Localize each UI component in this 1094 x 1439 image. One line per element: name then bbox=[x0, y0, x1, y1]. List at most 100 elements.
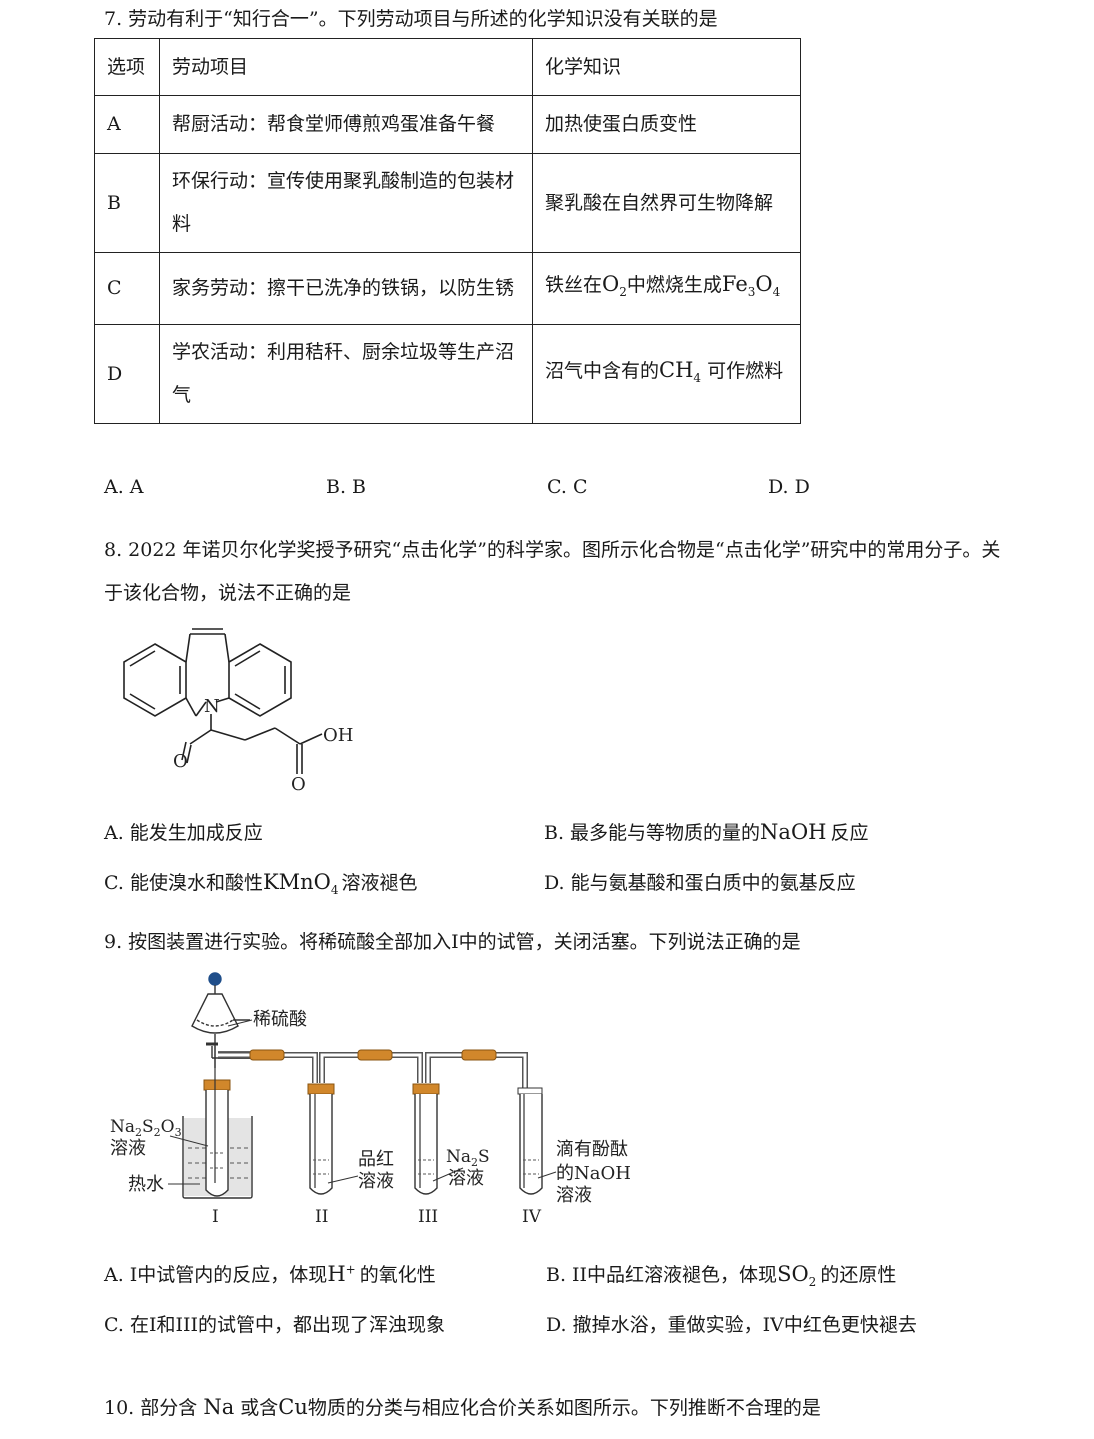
q10-stem-pre: 10. 部分含 bbox=[104, 1397, 198, 1419]
q7-stem: 7. 劳动有利于“知行合一”。下列劳动项目与所述的化学知识没有关联的是 bbox=[104, 8, 718, 30]
formula-fe-o: O bbox=[755, 272, 773, 297]
q8-option-c-pre: C. 能使溴水和酸性 bbox=[104, 872, 263, 894]
apparatus-diagram: 稀硫酸 Na2S2O3 溶液 热水 品红 溶液 Na2S 溶液 滴有酚酞 的Na… bbox=[110, 972, 631, 1227]
formula-o2-sub: 2 bbox=[619, 284, 627, 299]
label-dilute-acid: 稀硫酸 bbox=[253, 1009, 307, 1030]
header-project: 劳动项目 bbox=[159, 38, 533, 96]
formula-fe-sub: 3 bbox=[747, 284, 756, 299]
formula-kmno4: KMnO bbox=[262, 870, 331, 894]
row-d-project-line1: 学农活动：利用秸秆、厨余垃圾等生产沼 bbox=[172, 341, 515, 363]
atom-oh: OH bbox=[323, 725, 353, 746]
separatory-funnel-icon bbox=[191, 993, 239, 1034]
row-c-knowledge: 铁丝在O2中燃烧生成Fe3O4 bbox=[532, 252, 801, 325]
row-d-knowledge: 沼气中含有的CH4 可作燃料 bbox=[532, 324, 801, 424]
table-row: C 家务劳动：擦干已洗净的铁锅，以防生锈 铁丝在O2中燃烧生成Fe3O4 bbox=[94, 252, 801, 325]
q10-stem-mid: 或含 bbox=[240, 1397, 279, 1419]
q7-table: 选项 劳动项目 化学知识 A 帮厨活动：帮食堂师傅煎鸡蛋准备午餐 加热使蛋白质变… bbox=[94, 38, 801, 424]
formula-ch4: CH bbox=[659, 357, 694, 382]
table-row: A 帮厨活动：帮食堂师傅煎鸡蛋准备午餐 加热使蛋白质变性 bbox=[94, 95, 801, 154]
q9-option-b-pre: B. II中品红溶液褪色，体现 bbox=[546, 1264, 778, 1286]
table-row: B 环保行动：宣传使用聚乳酸制造的包装材料 聚乳酸在自然界可生物降解 bbox=[94, 153, 801, 253]
q9-option-b-post: 的还原性 bbox=[820, 1264, 897, 1286]
q8-option-c-post: 溶液褪色 bbox=[341, 872, 418, 894]
formula-ch4-sub: 4 bbox=[693, 370, 702, 385]
atom-n: N bbox=[204, 696, 220, 717]
row-d-project-line2: 气 bbox=[172, 384, 192, 406]
q9-option-d: D. 撤掉水浴，重做实验，IV中红色更快褪去 bbox=[546, 1314, 917, 1336]
test-tube-ii-icon bbox=[309, 1094, 333, 1195]
q9-option-a-post: 的氧化性 bbox=[359, 1264, 436, 1286]
formula-so2: SO bbox=[777, 1262, 809, 1286]
label-pinhong: 品红 bbox=[358, 1149, 394, 1170]
header-knowledge: 化学知识 bbox=[532, 38, 801, 96]
left-benzene-ring bbox=[123, 643, 187, 717]
molecule-structure: N OH O O bbox=[123, 628, 353, 795]
label-na2s: Na2S bbox=[446, 1147, 490, 1169]
label-tube-ii: II bbox=[315, 1207, 328, 1227]
formula-o2: O bbox=[602, 272, 620, 297]
row-c-option: C bbox=[94, 252, 160, 325]
q9-option-a-pre: A. I中试管内的反应，体现 bbox=[104, 1264, 328, 1286]
q9-option-c: C. 在I和III的试管中，都出现了浑浊现象 bbox=[104, 1314, 445, 1336]
row-b-project-line1: 环保行动：宣传使用聚乳酸制造的包装材 bbox=[172, 170, 515, 192]
test-tube-iii-icon bbox=[414, 1094, 438, 1195]
row-b-project-line2: 料 bbox=[172, 213, 192, 235]
rubber-tube-icon bbox=[249, 1049, 285, 1061]
q9-stem: 9. 按图装置进行实验。将稀硫酸全部加入Ⅰ中的试管，关闭活塞。下列说法正确的是 bbox=[104, 931, 801, 953]
q8-stem-line2: 于该化合物，说法不正确的是 bbox=[104, 582, 352, 604]
label-pinhong-solution: 溶液 bbox=[358, 1171, 394, 1192]
label-naoh: 的NaOH bbox=[556, 1163, 631, 1184]
rubber-tube-icon bbox=[357, 1049, 393, 1061]
row-d-knowledge-pre: 沼气中含有的 bbox=[545, 359, 660, 382]
table-row: D 学农活动：利用秸秆、厨余垃圾等生产沼气 沼气中含有的CH4 可作燃料 bbox=[94, 324, 801, 424]
label-phenolphthalein: 滴有酚酞 bbox=[556, 1139, 628, 1160]
label-tube-i: I bbox=[212, 1207, 219, 1227]
q7-option-b: B. B bbox=[326, 476, 367, 498]
q8-option-b-pre: B. 最多能与等物质的量的 bbox=[544, 822, 761, 844]
label-hot-water: 热水 bbox=[128, 1174, 164, 1195]
element-cu: Cu bbox=[278, 1395, 308, 1419]
formula-fe: Fe bbox=[721, 272, 748, 297]
formula-kmno4-sub: 4 bbox=[330, 882, 339, 897]
row-d-knowledge-post: 可作燃料 bbox=[707, 359, 784, 382]
test-tube-i-icon bbox=[205, 1090, 229, 1197]
row-c-project: 家务劳动：擦干已洗净的铁锅，以防生锈 bbox=[159, 252, 533, 325]
table-header-row: 选项 劳动项目 化学知识 bbox=[94, 38, 801, 96]
row-b-project: 环保行动：宣传使用聚乳酸制造的包装材料 bbox=[159, 153, 533, 253]
formula-so2-sub: 2 bbox=[808, 1274, 817, 1289]
label-tube-iv: IV bbox=[522, 1207, 542, 1227]
q8-option-d: D. 能与氨基酸和蛋白质中的氨基反应 bbox=[544, 872, 856, 894]
q9-option-a: A. I中试管内的反应，体现H+的氧化性 bbox=[104, 1260, 436, 1287]
row-d-option: D bbox=[94, 324, 160, 424]
label-solution-i: 溶液 bbox=[110, 1138, 146, 1159]
q8-option-a: A. 能发生加成反应 bbox=[104, 822, 263, 844]
formula-h-sup: + bbox=[345, 1262, 356, 1277]
row-a-option: A bbox=[94, 95, 160, 154]
row-c-knowledge-mid: 中燃烧生成 bbox=[626, 274, 722, 297]
rubber-tube-icon bbox=[461, 1049, 497, 1061]
row-d-project: 学农活动：利用秸秆、厨余垃圾等生产沼气 bbox=[159, 324, 533, 424]
q7-option-a: A. A bbox=[104, 476, 144, 498]
beaker-icon bbox=[182, 1116, 253, 1199]
q7-option-c: C. C bbox=[547, 476, 588, 498]
right-benzene-ring bbox=[228, 643, 292, 717]
label-na2s-solution: 溶液 bbox=[448, 1168, 484, 1189]
q10-stem-post: 物质的分类与相应化合价关系如图所示。下列推断不合理的是 bbox=[307, 1397, 821, 1419]
label-tube-iii: III bbox=[418, 1207, 438, 1227]
formula-h: H bbox=[327, 1262, 346, 1286]
formula-naoh: NaOH bbox=[760, 820, 827, 844]
atom-o-ketone: O bbox=[173, 751, 188, 772]
header-option: 选项 bbox=[94, 38, 160, 96]
funnel-stopper-icon bbox=[208, 972, 222, 986]
q10-stem: 10. 部分含 Na 或含Cu物质的分类与相应化合价关系如图所示。下列推断不合理… bbox=[104, 1393, 821, 1420]
q7-option-d: D. D bbox=[768, 476, 810, 498]
row-b-knowledge: 聚乳酸在自然界可生物降解 bbox=[532, 153, 801, 253]
row-a-project: 帮厨活动：帮食堂师傅煎鸡蛋准备午餐 bbox=[159, 95, 533, 154]
test-tube-iv-icon bbox=[519, 1094, 543, 1195]
row-c-knowledge-pre: 铁丝在 bbox=[545, 274, 603, 297]
formula-fe-o-sub: 4 bbox=[772, 284, 781, 299]
element-na: Na bbox=[203, 1395, 235, 1419]
